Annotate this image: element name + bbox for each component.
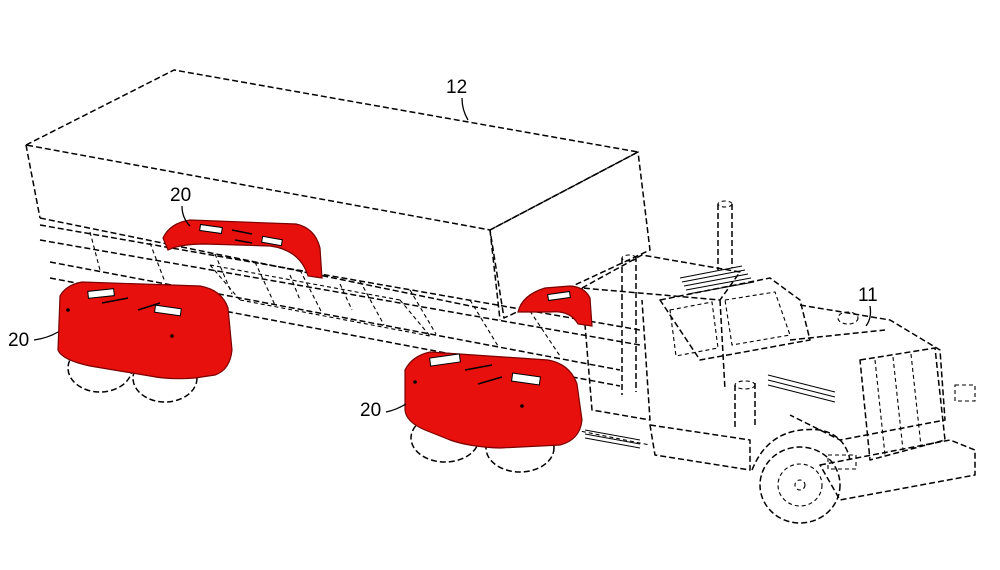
- fairing-front-upper: [162, 219, 323, 279]
- label-trailer-12: 12: [446, 77, 469, 121]
- label-tractor-11: 11: [858, 285, 878, 327]
- label-fairing-upper-20: 20: [170, 185, 191, 227]
- label-12: 12: [446, 77, 467, 98]
- label-fairing-lower-left-20: 20: [8, 330, 59, 351]
- trailer-box: [25, 69, 651, 321]
- fairing-front-lower: [57, 281, 233, 380]
- tractor: [574, 200, 976, 524]
- fairing-rear-upper: [517, 285, 593, 327]
- label-20-lower-left: 20: [8, 330, 29, 351]
- label-20-upper: 20: [170, 185, 191, 206]
- label-11: 11: [858, 285, 878, 306]
- fairing-rear-lower: [404, 351, 583, 449]
- label-fairing-lower-right-20: 20: [360, 400, 407, 421]
- label-20-lower-right: 20: [360, 400, 381, 421]
